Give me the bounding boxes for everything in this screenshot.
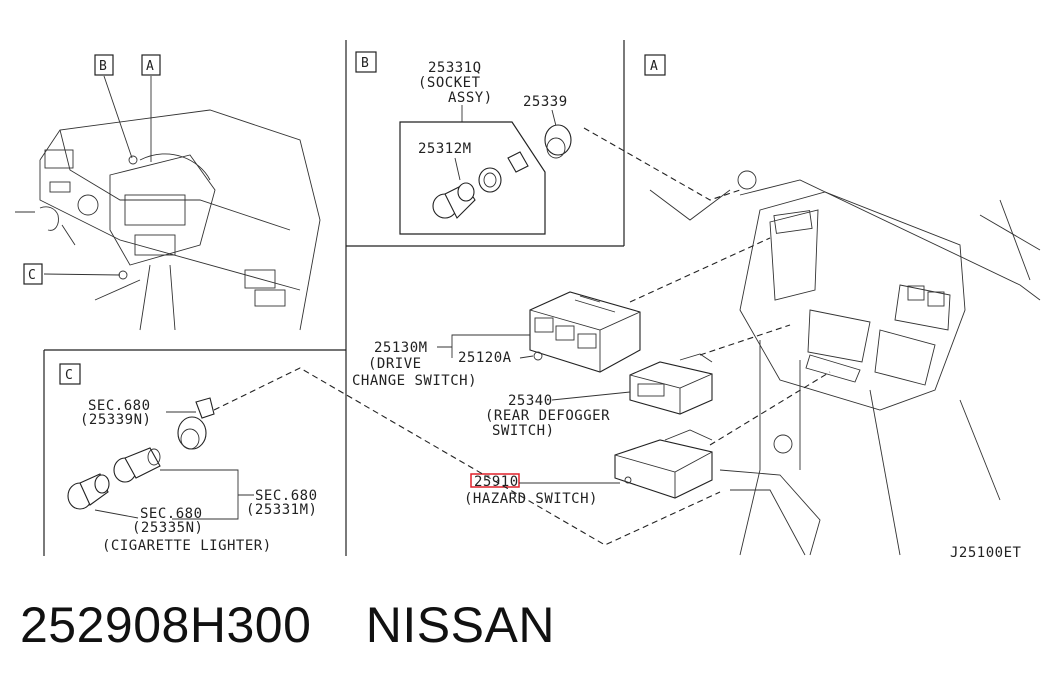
lighter-socket-icon: [113, 447, 161, 483]
callout-C-left: C: [23, 263, 43, 285]
callout-C-inset: C: [59, 363, 81, 385]
sec-c-label: SEC.680: [140, 506, 203, 522]
sec-a-label: SEC.680: [88, 398, 151, 414]
lighter-plug-icon: [67, 473, 110, 510]
diagram-code: J25100ET: [950, 545, 1022, 560]
lighter-ring-icon: [177, 397, 215, 450]
sec-b-label: SEC.680: [255, 488, 318, 504]
sec-b-ref: (25331M): [246, 502, 317, 518]
callout-B-top: B: [94, 54, 114, 76]
brand-name: NISSAN: [365, 597, 555, 653]
sec-c-ref: (25335N): [132, 520, 203, 536]
socket-assy-label-2: ASSY): [448, 90, 493, 106]
part-25910-desc: (HAZARD SWITCH): [464, 491, 598, 507]
part-25130m-label: 25130M: [374, 340, 428, 356]
dashed-leader-lines: [213, 127, 831, 546]
part-25120a-label: 25120A: [458, 350, 512, 366]
callout-B-inset: B: [355, 51, 377, 73]
hazard-switch-icon: [614, 429, 713, 499]
part-25312m-label: 25312M: [418, 141, 472, 157]
center-console-drawing: [649, 170, 1041, 556]
part-25339-label: 25339: [523, 94, 568, 110]
drive-change-switch-icon: [529, 291, 641, 373]
callout-B-inset-label: B: [361, 56, 369, 71]
part-25130m-desc-2: CHANGE SWITCH): [352, 373, 477, 389]
callout-A-top: A: [141, 54, 161, 76]
footer: 252908H300 NISSAN: [20, 596, 555, 666]
socket-assy-number: 25331Q: [428, 60, 482, 76]
cigarette-lighter-group: SEC.680 (25339N) SEC.680 (25331M) SEC.68…: [67, 397, 318, 554]
callout-C-inset-label: C: [65, 368, 73, 383]
socket-ring-icon: [544, 124, 572, 159]
callout-C-left-label: C: [28, 268, 36, 283]
callout-A-main-label: A: [650, 59, 658, 74]
socket-assy-group: 25331Q (SOCKET ASSY) 25312M 25339: [399, 60, 572, 235]
part-25340-desc-1: (REAR DEFOGGER: [485, 408, 610, 424]
hazard-switch-part-highlight: [470, 473, 520, 488]
panel-borders: [43, 40, 625, 556]
part-25340-desc-2: SWITCH): [492, 423, 555, 439]
socket-assy-label-1: (SOCKET: [418, 75, 481, 91]
part-25340-label: 25340: [508, 393, 553, 409]
socket-body-icon: [432, 151, 529, 219]
part-number: 252908H300: [20, 597, 312, 653]
rear-defogger-switch-icon: [629, 353, 713, 415]
callout-B-top-label: B: [99, 59, 107, 74]
parts-diagram: B A C B A C 25331Q (SOCKET ASSY) 25312M: [15, 40, 1041, 560]
cigarette-lighter-caption: (CIGARETTE LIGHTER): [102, 538, 272, 554]
callout-A-top-label: A: [146, 59, 154, 74]
dashboard-overview: [15, 75, 321, 331]
sec-a-ref: (25339N): [80, 412, 151, 428]
part-25130m-desc-1: (DRIVE: [368, 356, 422, 372]
callout-A-main: A: [644, 54, 666, 76]
